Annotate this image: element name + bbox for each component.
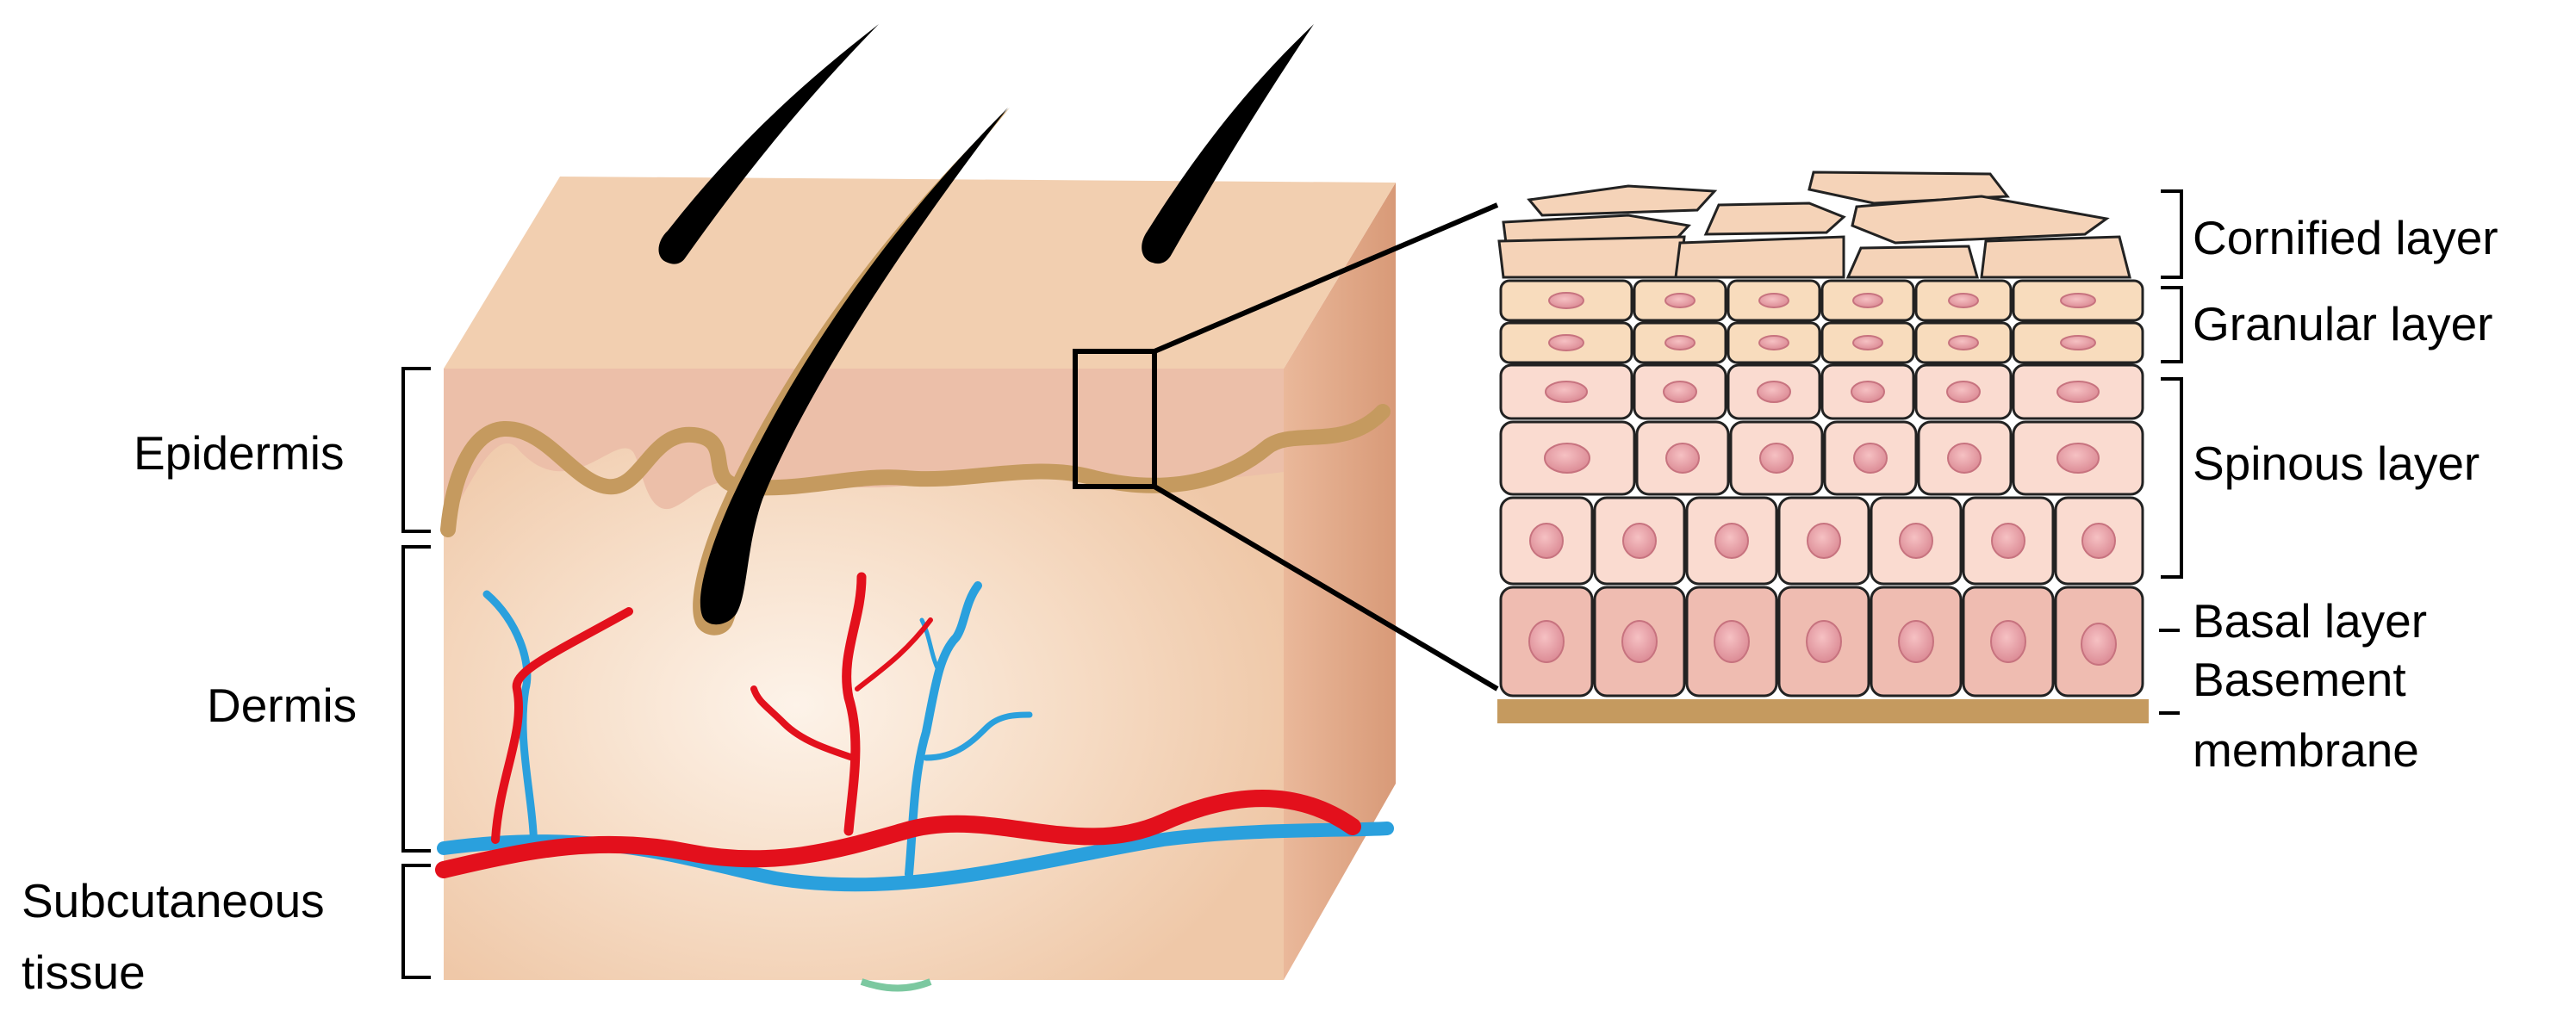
label-dermis: Dermis (207, 679, 357, 732)
granular-cells (1499, 279, 2144, 364)
epidermis-zoom (1497, 171, 2149, 723)
hair-left (658, 24, 879, 264)
skin-block (435, 24, 1499, 992)
bracket-subcutaneous (401, 864, 431, 979)
basement-membrane-band (1497, 699, 2149, 723)
label-epidermis: Epidermis (134, 426, 345, 480)
bracket-cornified (2161, 189, 2183, 279)
zoom-line-top (1153, 202, 1499, 354)
cell-nuclei (1528, 292, 2117, 666)
zoom-box (1073, 349, 1157, 489)
label-basement-line1: Basement (2193, 653, 2406, 706)
hair-center (700, 108, 1008, 625)
arteries (435, 572, 1361, 878)
skin-block-side (1284, 183, 1396, 980)
bracket-spinous (2161, 377, 2183, 579)
label-subcutaneous-line1: Subcutaneous (22, 874, 325, 927)
zoom-line-bottom (1153, 484, 1499, 691)
right-brackets (2159, 189, 2183, 715)
bracket-epidermis (401, 367, 431, 533)
cornified-cells (1497, 171, 2131, 279)
label-subcutaneous-line2: tissue (22, 946, 146, 999)
hair-right (1142, 24, 1314, 264)
bracket-dermis (401, 545, 431, 853)
left-brackets (401, 367, 431, 979)
bracket-granular (2161, 286, 2183, 363)
label-cornified-layer: Cornified layer (2193, 211, 2498, 264)
label-spinous-layer: Spinous layer (2193, 437, 2480, 490)
label-basal-layer: Basal layer (2193, 594, 2427, 648)
subcutaneous-vessel-hint (860, 978, 932, 992)
label-granular-layer: Granular layer (2193, 297, 2492, 350)
dermal-epidermal-junction (440, 404, 1391, 537)
label-basement-line2: membrane (2193, 723, 2419, 777)
